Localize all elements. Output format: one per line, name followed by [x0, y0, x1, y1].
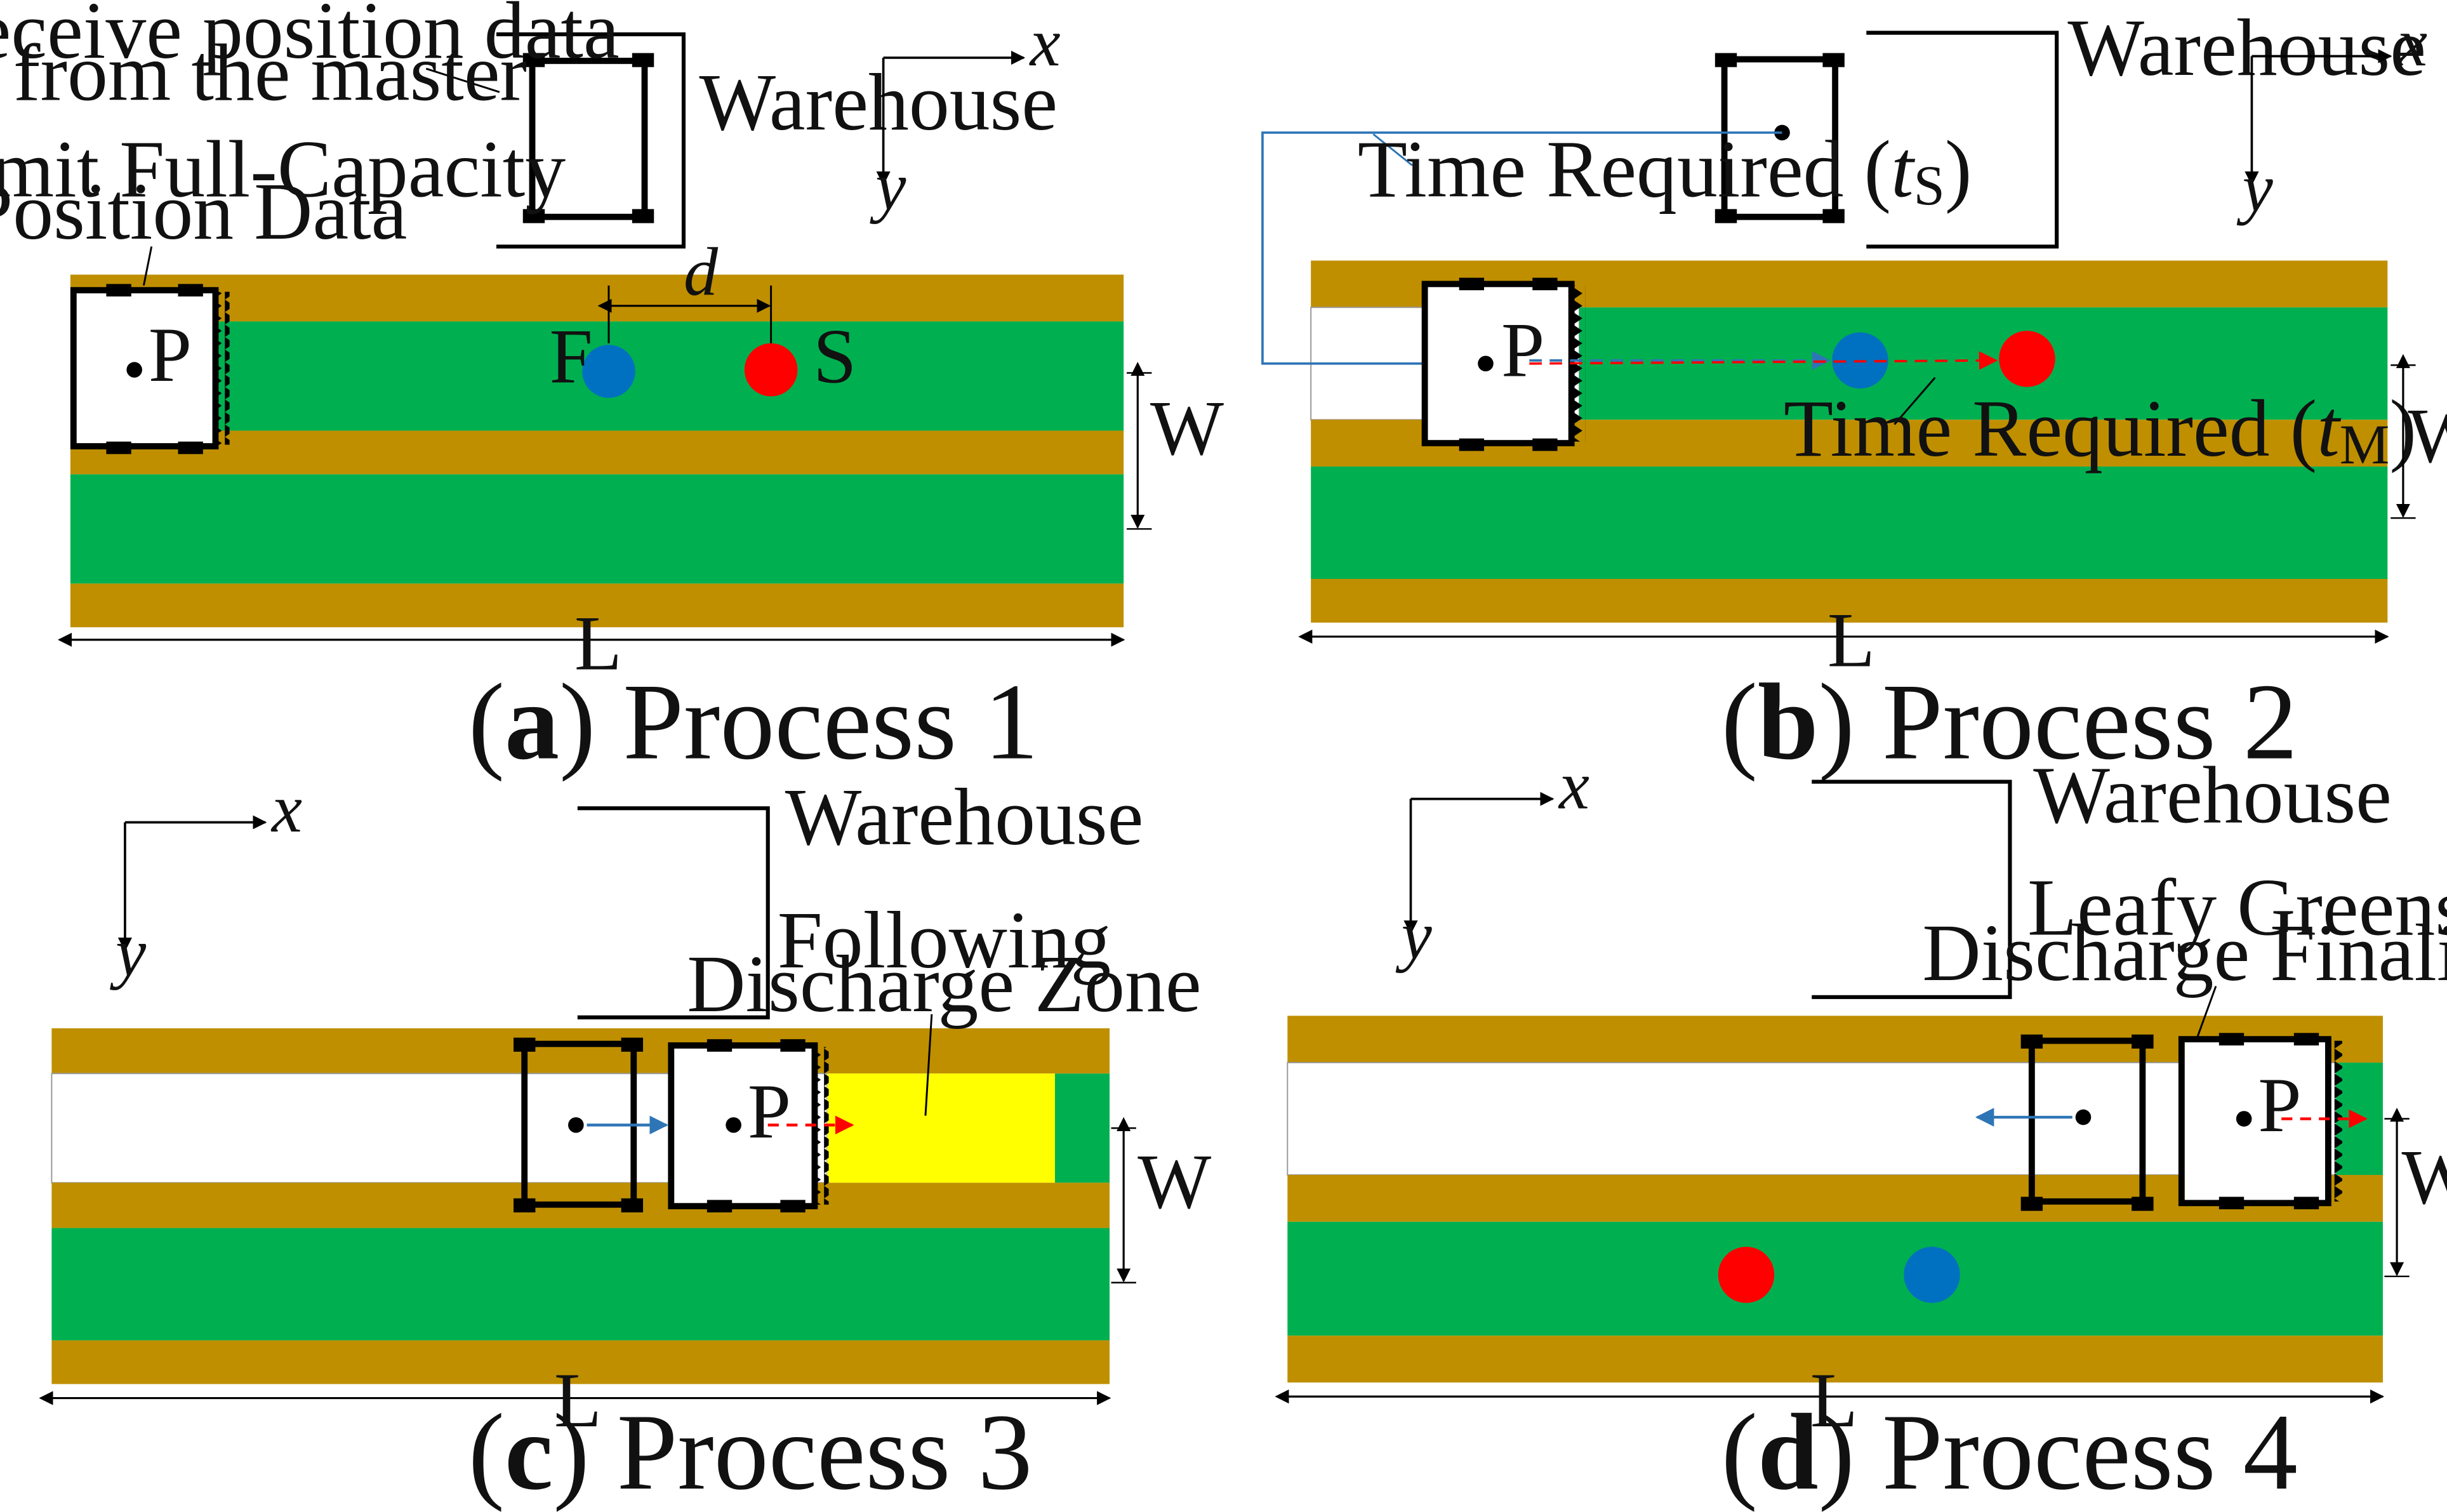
width-label: W [1150, 384, 1224, 471]
final-label-line1: Leafy Greens [2027, 862, 2447, 952]
harvester-robot [70, 284, 230, 454]
position-point [126, 362, 142, 378]
caption-b: (b) Process 2 [1721, 662, 2298, 783]
master-point [568, 1117, 584, 1133]
width-label: W [1137, 1138, 1211, 1225]
crop-row [70, 474, 1124, 584]
master-robot [514, 1037, 644, 1213]
f-marker [582, 345, 635, 398]
master-robot [1714, 53, 1845, 223]
caption-d: (d) Process 4 [1721, 1392, 2298, 1512]
f-label: F [550, 312, 593, 399]
leader-line [425, 67, 500, 93]
s-marker [1718, 1247, 1775, 1303]
panel-a: Warehouse Receive position data from the… [0, 0, 1224, 783]
warehouse-outline [1812, 779, 2012, 999]
f-marker [1904, 1247, 1960, 1303]
leader-line [924, 1014, 933, 1116]
warehouse-outline [1866, 30, 2059, 249]
harvested-row [1287, 1062, 2337, 1176]
crop-row [1287, 1221, 2383, 1336]
point-label: P [1501, 306, 1544, 393]
crop-row [1055, 1073, 1110, 1183]
harvester-robot [2178, 1033, 2343, 1210]
distance-label: d [684, 235, 719, 310]
width-label: W [2408, 392, 2447, 479]
master-robot [2020, 1034, 2154, 1211]
time-trace-line [1261, 131, 1782, 365]
warehouse-label: Warehouse [785, 772, 1144, 862]
y-axis-label: y [109, 915, 147, 990]
warehouse-label: Warehouse [2067, 3, 2426, 93]
leader-line [2196, 986, 2217, 1038]
soil-band [1287, 1336, 2383, 1383]
discharge-zone [827, 1073, 1056, 1183]
position-point [726, 1117, 741, 1133]
note-transmit-line2: Position Data [0, 166, 407, 256]
length-label: L [1810, 1356, 1858, 1443]
x-axis-label: x [2396, 5, 2427, 81]
panel-c: Warehouse x y P Following D [39, 771, 1211, 1512]
zone-label-line1: Following [778, 895, 1111, 985]
soil-band [51, 1340, 1110, 1384]
time-s-label: Time Required (tS) [1358, 124, 1972, 217]
time-m-label: Time Required (tM) [1784, 383, 2417, 476]
panel-d: Warehouse x y P Leafy Greens [1275, 748, 2447, 1512]
x-axis-label: x [1558, 748, 1589, 823]
note-transmit-line1: Transmit Full-Capacity [0, 124, 566, 215]
length-label: L [554, 1356, 602, 1443]
length-label: L [1827, 597, 1875, 684]
zone-label-line2: Discharge Zone [687, 939, 1201, 1029]
soil-band [70, 274, 1124, 322]
leader-line [1372, 133, 1413, 166]
leader-line [142, 246, 153, 286]
x-axis-label: x [1029, 5, 1061, 81]
position-point [1478, 355, 1494, 372]
x-axis-label: x [270, 771, 302, 847]
length-label: L [574, 600, 622, 687]
master-point [2075, 1109, 2092, 1125]
warehouse-label: Warehouse [2033, 750, 2392, 840]
soil-band [70, 583, 1124, 628]
master-robot [522, 53, 654, 223]
y-axis-label: y [869, 149, 906, 224]
warehouse-label: Warehouse [700, 57, 1058, 147]
s-marker [744, 343, 798, 397]
soil-band [1311, 578, 2388, 623]
point-label: P [149, 311, 192, 398]
final-label-line2: Discharge Finalized [1922, 908, 2447, 998]
harvester-robot [1421, 277, 1586, 451]
note-receive-line1: Receive position data [0, 0, 620, 76]
y-axis-label: y [1395, 898, 1433, 973]
warehouse-outline [577, 806, 770, 1019]
panel-b: Warehouse x y Time Required (tS) P [1261, 3, 2447, 783]
y-axis-label: y [2236, 150, 2274, 226]
soil-band [70, 430, 1124, 475]
position-point [2236, 1111, 2252, 1127]
leader-line [1893, 376, 1936, 425]
caption-a: (a) Process 1 [468, 662, 1038, 783]
crop-row [1311, 467, 2388, 579]
warehouse-outline [496, 32, 686, 249]
s-marker [1999, 331, 2055, 387]
note-receive-line2: from the master [13, 27, 527, 117]
soil-band [51, 1028, 1110, 1074]
crop-row [51, 1228, 1110, 1341]
width-label: W [2401, 1133, 2447, 1220]
caption-c: (c) Process 3 [468, 1392, 1033, 1512]
point-label: P [748, 1068, 791, 1155]
s-label: S [813, 312, 856, 399]
travel-arrow-red [1529, 351, 1998, 370]
point-label: P [2258, 1061, 2301, 1148]
